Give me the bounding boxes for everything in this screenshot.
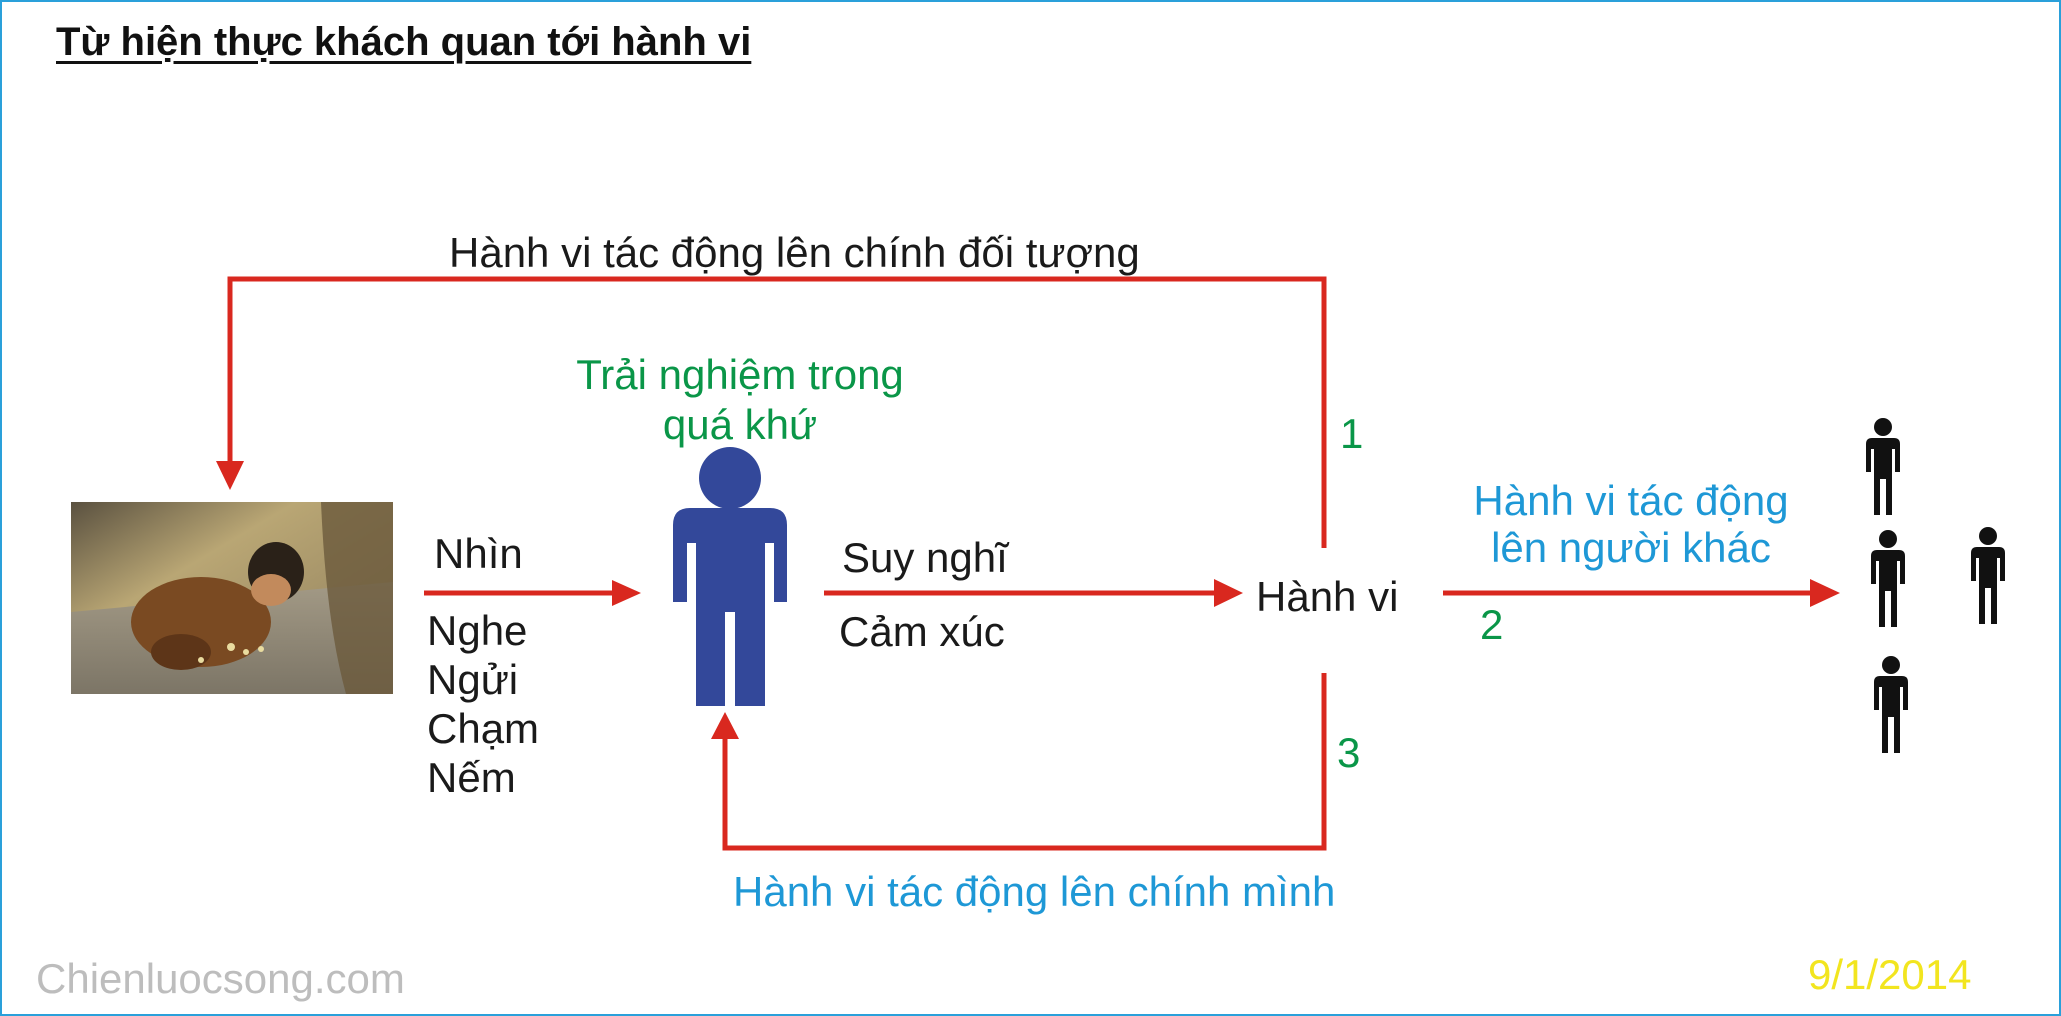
- small-person-icon: [1866, 418, 1900, 515]
- watermark: Chienluocsong.com: [36, 955, 405, 1002]
- photo-child-eating: [71, 502, 393, 694]
- loop-top-label: Hành vi tác động lên chính đối tượng: [449, 229, 1140, 276]
- others-label-line1: Hành vi tác động: [1473, 477, 1789, 524]
- think-label: Suy nghĩ: [842, 534, 1008, 581]
- mind-arrow-head: [1214, 579, 1243, 607]
- past-experience-line1: Trải nghiệm trong: [576, 351, 904, 398]
- loop-arrow-head-up: [711, 712, 739, 739]
- small-person-icon: [1871, 530, 1905, 627]
- small-person-icon: [1971, 527, 2005, 624]
- loop-arrow-self-object: [227, 276, 1327, 548]
- number-1: 1: [1340, 410, 1364, 457]
- number-2: 2: [1480, 601, 1504, 648]
- senses-arrow-head: [612, 580, 641, 606]
- person-figure-icon: [673, 447, 787, 706]
- slide-title: Từ hiện thực khách quan tới hành vi: [56, 20, 752, 64]
- small-person-icon: [1874, 656, 1908, 753]
- loop-arrow-head-down: [216, 461, 244, 490]
- past-experience-line2: quá khứ: [662, 401, 818, 448]
- feel-label: Cảm xúc: [839, 608, 1005, 655]
- behavior-label: Hành vi: [1256, 573, 1399, 620]
- sense-touch-label: Chạm: [427, 705, 540, 752]
- loop-arrow-self: [722, 673, 1327, 851]
- sense-taste-label: Nếm: [427, 754, 516, 801]
- others-label-line2: lên người khác: [1491, 524, 1771, 571]
- sense-see-label: Nhìn: [434, 530, 523, 577]
- date-label: 9/1/2014: [1808, 951, 1972, 998]
- sense-hear-label: Nghe: [427, 607, 528, 654]
- self-label: Hành vi tác động lên chính mình: [733, 868, 1336, 915]
- number-3: 3: [1337, 729, 1361, 776]
- sense-smell-label: Ngửi: [427, 656, 519, 703]
- others-arrow-head: [1810, 579, 1840, 607]
